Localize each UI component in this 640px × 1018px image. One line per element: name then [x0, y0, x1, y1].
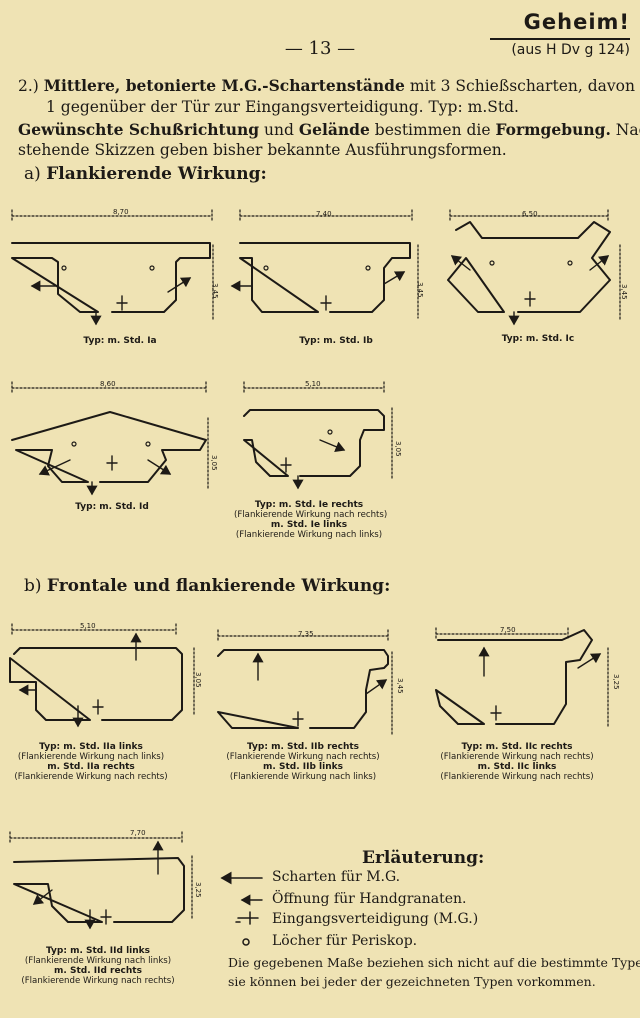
- dim-ib-width: 7,40: [316, 210, 332, 218]
- dim-id-depth: 3,05: [210, 455, 218, 471]
- caption-iid-line-4: (Flankierende Wirkung nach rechts): [21, 976, 175, 986]
- circle-icon: [242, 938, 250, 946]
- caption-iia-line-3: m. Std. IIa rechts: [47, 762, 135, 772]
- caption-iib-line-2: (Flankierende Wirkung nach rechts): [226, 752, 380, 762]
- caption-iid-line-3: m. Std. IId rechts: [54, 966, 142, 976]
- caption-ic-type: Typ: m. Std. Ic: [501, 334, 575, 344]
- section-a-heading: a) Flankierende Wirkung:: [24, 164, 267, 184]
- caption-id-type: Typ: m. Std. Id: [75, 502, 149, 512]
- dim-iib-width: 7,35: [298, 630, 314, 638]
- caption-iic-line-3: m. Std. IIc links: [477, 762, 557, 772]
- dim-iic-depth: 3,25: [612, 674, 620, 690]
- legend-item-entrance-defense: Eingangsverteidigung (M.G.): [272, 911, 479, 927]
- dim-iid-depth: 3,25: [194, 882, 202, 898]
- sketch-ia: [11, 209, 214, 326]
- caption-iic-line-1: Typ: m. Std. IIc rechts: [461, 742, 573, 752]
- dim-ie-depth: 3,05: [394, 441, 402, 457]
- dim-ia-depth: 3,45: [211, 283, 219, 299]
- sketch-ic: [447, 209, 621, 326]
- legend-item-mg-embrasure: Scharten für M.G.: [272, 869, 401, 885]
- caption-ib-type: Typ: m. Std. Ib: [299, 336, 373, 346]
- dim-ie-width: 5,10: [305, 380, 321, 388]
- dim-iib-depth: 3,45: [396, 678, 404, 694]
- dim-ib-depth: 3,45: [416, 282, 424, 298]
- caption-iia: Typ: m. Std. IIa links (Flankierende Wir…: [6, 742, 176, 782]
- intro-line-2: 1 gegenüber der Tür zur Eingangsverteidi…: [46, 98, 519, 116]
- caption-iid-line-2: (Flankierende Wirkung nach links): [24, 956, 172, 966]
- dim-ic-depth: 3,45: [620, 284, 628, 300]
- caption-iib-line-3: m. Std. IIb links: [263, 762, 343, 772]
- dim-ic-width: 6,50: [522, 210, 538, 218]
- dim-ia-width: 8,70: [113, 208, 129, 216]
- section-b-prefix: b): [24, 576, 42, 596]
- dim-iid-width: 7,70: [130, 829, 146, 837]
- sketch-id: [11, 381, 209, 496]
- legend-item-grenade-opening: Öffnung für Handgranaten.: [272, 891, 467, 907]
- caption-ic: Typ: m. Std. Ic: [478, 334, 598, 344]
- dim-id-width: 8,60: [100, 380, 116, 388]
- legend-item-periscope-holes: Löcher für Periskop.: [272, 933, 418, 949]
- legend-title: Erläuterung:: [362, 848, 485, 868]
- caption-iic: Typ: m. Std. IIc rechts (Flankierende Wi…: [432, 742, 602, 782]
- caption-iid: Typ: m. Std. IId links (Flankierende Wir…: [8, 946, 188, 986]
- section-a-prefix: a): [24, 164, 41, 184]
- sketch-iia: [9, 623, 195, 728]
- caption-iic-line-4: (Flankierende Wirkung nach rechts): [440, 772, 594, 782]
- legend-symbols: [220, 871, 263, 946]
- section-b-heading: b) Frontale und flankierende Wirkung:: [24, 576, 390, 596]
- caption-ie-line-2: (Flankierende Wirkung nach rechts): [234, 510, 388, 520]
- dim-iia-depth: 3,05: [194, 672, 202, 688]
- section-b-title: Frontale und flankierende Wirkung:: [46, 576, 391, 596]
- legend-note-2: sie können bei jeder der gezeichneten Ty…: [228, 974, 596, 989]
- caption-iid-line-1: Typ: m. Std. IId links: [45, 946, 150, 956]
- legend-note-1: Die gegebenen Maße beziehen sich nicht a…: [228, 955, 640, 970]
- dim-iic-width: 7,50: [500, 626, 516, 634]
- caption-iia-line-4: (Flankierende Wirkung nach rechts): [14, 772, 168, 782]
- caption-ie-line-1: Typ: m. Std. Ie rechts: [254, 500, 364, 510]
- cross-icon: [235, 911, 259, 925]
- sketch-iic: [435, 627, 609, 729]
- intro-text-3: Nach-: [615, 121, 640, 139]
- caption-ie-line-4: (Flankierende Wirkung nach links): [235, 530, 383, 540]
- caption-ie: Typ: m. Std. Ie rechts (Flankierende Wir…: [234, 500, 388, 540]
- dim-iia-width: 5,10: [80, 622, 96, 630]
- page-number: — 13 —: [284, 38, 356, 59]
- caption-iia-line-1: Typ: m. Std. IIa links: [39, 742, 143, 752]
- item-number: 2.): [18, 77, 39, 95]
- sketch-ib: [230, 209, 419, 319]
- intro-bold-2: Gelände: [298, 120, 370, 139]
- caption-iib: Typ: m. Std. IIb rechts (Flankierende Wi…: [218, 742, 388, 782]
- sketch-iid: [9, 831, 193, 930]
- intro-line-4: stehende Skizzen geben bisher bekannte A…: [18, 141, 507, 159]
- section-a-title: Flankierende Wirkung:: [46, 164, 267, 184]
- intro-heading: Mittlere, betonierte M.G.-Schartenstände: [43, 76, 405, 95]
- caption-iia-line-2: (Flankierende Wirkung nach links): [17, 752, 165, 762]
- caption-iib-line-1: Typ: m. Std. IIb rechts: [246, 742, 360, 752]
- caption-iic-line-2: (Flankierende Wirkung nach rechts): [440, 752, 594, 762]
- intro-text-1: und: [264, 121, 294, 139]
- intro-line-1-rest: mit 3 Schießscharten, davon: [409, 77, 635, 95]
- caption-ia: Typ: m. Std. Ia: [60, 336, 180, 346]
- intro-line-3: Gewünschte Schußrichtung und Gelände bes…: [18, 120, 640, 139]
- intro-bold-1: Gewünschte Schußrichtung: [18, 120, 260, 139]
- sketch-iib: [217, 629, 393, 735]
- classification-rule: [490, 38, 630, 40]
- source-reference: (aus H Dv g 124): [511, 42, 630, 58]
- caption-ib: Typ: m. Std. Ib: [276, 336, 396, 346]
- intro-bold-3: Formgebung.: [495, 120, 611, 139]
- classification-stamp: Geheim!: [523, 10, 630, 34]
- caption-iib-line-4: (Flankierende Wirkung nach links): [229, 772, 377, 782]
- caption-ia-type: Typ: m. Std. Ia: [83, 336, 157, 346]
- sketch-ie: [243, 381, 393, 490]
- intro-text-2: bestimmen die: [374, 121, 491, 139]
- intro-line-1: 2.) Mittlere, betonierte M.G.-Schartenst…: [18, 76, 635, 95]
- caption-ie-line-3: m. Std. Ie links: [270, 520, 348, 530]
- caption-id: Typ: m. Std. Id: [52, 502, 172, 512]
